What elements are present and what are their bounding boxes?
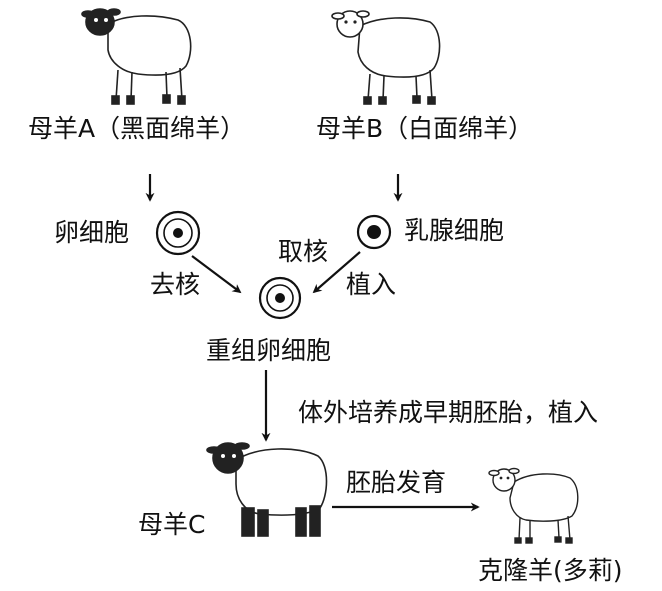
sheep-clone-white-face-icon [488,467,579,544]
sheep-c-black-face-icon [206,442,328,537]
sheep-a-black-face-icon [81,8,192,105]
extract-nucleus-label: 取核 [278,237,329,266]
clone-label: 克隆羊(多莉) [478,556,623,585]
ewe-a-label: 母羊A（黑面绵羊） [28,114,246,143]
egg-cell-icon [155,210,201,256]
arrow-enucleate [191,255,242,294]
embryo-development-label: 胚胎发育 [346,468,447,497]
recombined-egg-label: 重组卵细胞 [206,336,332,365]
ewe-c-label: 母羊C [138,510,206,539]
egg-cell-label: 卵细胞 [54,218,130,247]
ewe-b-label: 母羊B（白面绵羊） [316,114,534,143]
recombined-egg-icon [258,276,302,320]
culture-step-label: 体外培养成早期胚胎，植入 [298,398,599,427]
mammary-cell-label: 乳腺细胞 [404,216,505,245]
arrow-implant [312,251,361,294]
sheep-b-white-face-icon [331,10,441,105]
mammary-cell-icon [356,214,392,250]
implant-label: 植入 [346,270,397,299]
enucleate-label: 去核 [150,270,201,299]
